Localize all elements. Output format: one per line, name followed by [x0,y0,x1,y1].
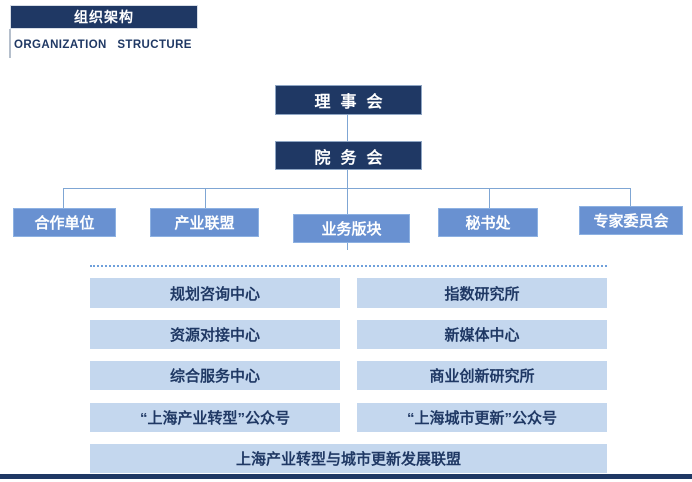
org-node-secretariat-label: 秘书处 [465,215,511,232]
dept-resource-matching-label: 资源对接中心 [169,327,260,344]
connector-drop-secretariat [489,188,490,208]
org-node-industry-alliance-label: 产业联盟 [174,215,235,232]
connector-drop-business [347,188,348,214]
title-left-rule [9,29,11,58]
org-node-industry-alliance: 产业联盟 [150,208,259,237]
dept-comprehensive-service-label: 综合服务中心 [169,368,260,385]
connector-council-branch [347,170,348,188]
org-node-council-label: 院务会 [314,149,393,167]
page-title-box: 组织架构 [10,5,198,29]
dept-transformation-wechat-label: “上海产业转型”公众号 [139,410,290,427]
dept-urban-renewal-wechat-label: “上海城市更新”公众号 [406,410,557,427]
org-node-council: 院务会 [275,141,422,170]
connector-drop-experts [630,188,631,206]
dept-new-media: 新媒体中心 [357,320,607,349]
dept-business-innovation: 商业创新研究所 [357,361,607,390]
page-subtitle: ORGANIZATION STRUCTURE [14,39,192,51]
alliance-box-label: 上海产业转型与城市更新发展联盟 [235,451,461,468]
connector-drop-partners [63,188,64,208]
dept-transformation-wechat: “上海产业转型”公众号 [90,403,340,432]
page-title: 组织架构 [74,9,134,25]
org-node-board-label: 理事会 [314,94,393,111]
org-node-secretariat: 秘书处 [438,208,538,237]
org-node-partners-label: 合作单位 [34,215,95,232]
dept-urban-renewal-wechat: “上海城市更新”公众号 [357,403,607,432]
connector-drop-industry [205,188,206,208]
connector-business-stub [347,243,348,250]
alliance-box: 上海产业转型与城市更新发展联盟 [90,444,607,473]
dept-comprehensive-service: 综合服务中心 [90,361,340,390]
org-node-business-units-label: 业务版块 [321,221,382,238]
dept-index-institute-label: 指数研究所 [444,285,520,303]
dept-planning-consulting-label: 规划咨询中心 [169,285,260,303]
dashed-separator [90,265,607,267]
org-node-expert-committee-label: 专家委员会 [593,213,669,230]
org-node-business-units: 业务版块 [293,214,410,243]
dept-index-institute: 指数研究所 [357,278,607,308]
bottom-accent-bar [0,474,692,479]
dept-resource-matching: 资源对接中心 [90,320,340,349]
dept-business-innovation-label: 商业创新研究所 [429,368,535,385]
dept-new-media-label: 新媒体中心 [444,327,520,344]
org-node-expert-committee: 专家委员会 [579,206,683,235]
connector-board-council [347,115,348,141]
dept-planning-consulting: 规划咨询中心 [90,278,340,308]
org-node-board: 理事会 [275,85,422,115]
org-node-partners: 合作单位 [13,208,116,237]
